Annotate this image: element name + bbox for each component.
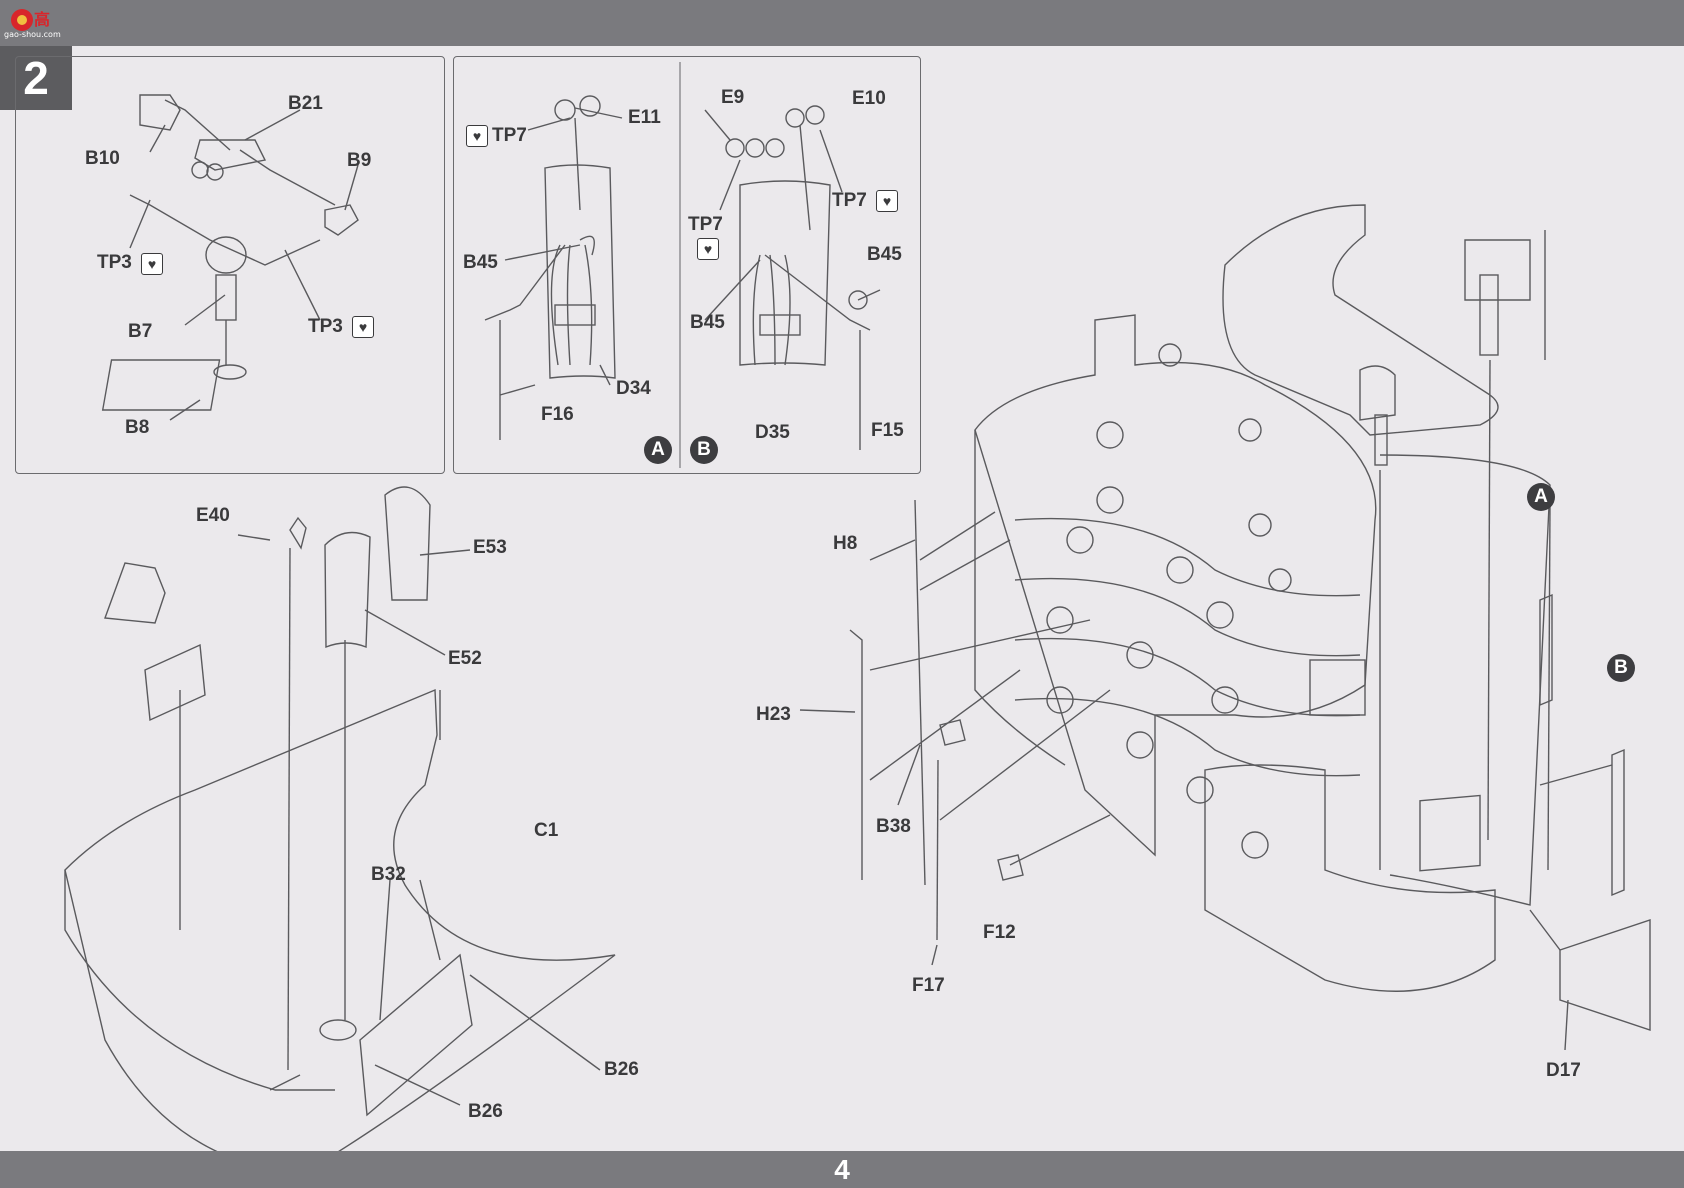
label-e10: E10 <box>852 88 886 109</box>
label-tp3-lower: TP3 <box>308 316 343 337</box>
step-number: 2 <box>0 46 72 110</box>
label-f12: F12 <box>983 922 1016 943</box>
label-b7: B7 <box>128 321 153 342</box>
logo-site: gao-shou.com <box>4 30 61 39</box>
callout-b-panel: B <box>690 436 718 464</box>
label-b26-right: B26 <box>604 1059 639 1080</box>
label-b45-c: B45 <box>867 244 902 265</box>
logo-text: 高 <box>34 10 51 29</box>
broken-heart-icon: ♥ <box>141 253 163 275</box>
label-b21: B21 <box>288 93 323 114</box>
label-e40: E40 <box>196 505 230 526</box>
bottom-banner <box>0 1151 1684 1188</box>
callout-a-main: A <box>1527 483 1555 511</box>
callout-b-main: B <box>1607 654 1635 682</box>
label-b45-b: B45 <box>690 312 725 333</box>
label-tp7-b: TP7 <box>832 190 867 211</box>
label-c1: C1 <box>534 820 559 841</box>
label-e52: E52 <box>448 648 482 669</box>
broken-heart-icon: ♥ <box>876 190 898 212</box>
callout-a-panel: A <box>644 436 672 464</box>
label-tp3-upper: TP3 <box>97 252 132 273</box>
broken-heart-icon: ♥ <box>697 238 719 260</box>
label-tp7-a: TP7 <box>492 125 527 146</box>
label-f17: F17 <box>912 975 945 996</box>
label-b45-a: B45 <box>463 252 498 273</box>
label-b9: B9 <box>347 150 372 171</box>
label-f16: F16 <box>541 404 574 425</box>
label-d35: D35 <box>755 422 790 443</box>
broken-heart-icon: ♥ <box>352 316 374 338</box>
label-b10: B10 <box>85 148 120 169</box>
label-b38: B38 <box>876 816 911 837</box>
label-b32: B32 <box>371 864 406 885</box>
subassembly-panel-left <box>15 56 445 474</box>
label-h8: H8 <box>833 533 858 554</box>
top-banner <box>0 0 1684 46</box>
label-b8: B8 <box>125 417 150 438</box>
label-e9: E9 <box>721 87 745 108</box>
broken-heart-icon: ♥ <box>466 125 488 147</box>
label-d17: D17 <box>1546 1060 1581 1081</box>
page-number: 4 <box>834 1154 850 1185</box>
site-logo <box>6 6 68 40</box>
label-e11: E11 <box>628 107 661 128</box>
label-b26-bottom: B26 <box>468 1101 503 1122</box>
label-f15: F15 <box>871 420 904 441</box>
label-h23: H23 <box>756 704 791 725</box>
subassembly-panel-middle <box>453 56 921 474</box>
label-e53: E53 <box>473 537 507 558</box>
label-d34: D34 <box>616 378 651 399</box>
label-tp7-c: TP7 <box>688 214 723 235</box>
